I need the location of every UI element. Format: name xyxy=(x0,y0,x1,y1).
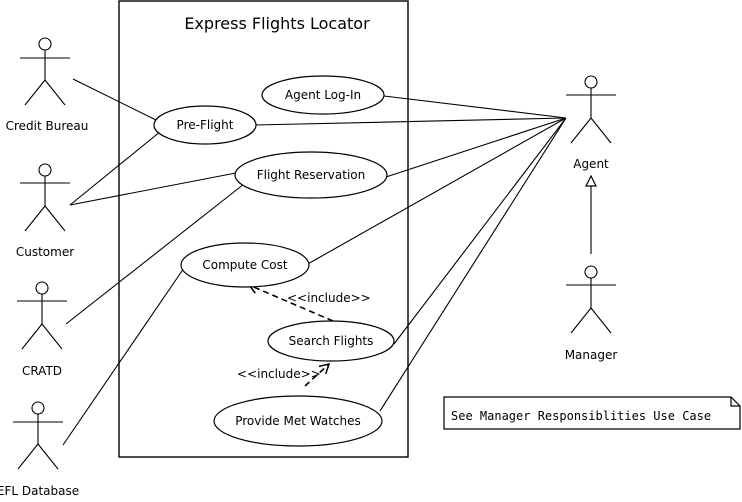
use-case-compute-cost[interactable]: Compute Cost xyxy=(180,242,310,288)
actor-manager[interactable]: Manager xyxy=(565,265,618,362)
actor-label: CRATD xyxy=(22,364,62,378)
stick-figure-icon xyxy=(566,75,616,144)
stick-figure-icon xyxy=(20,37,70,106)
actor-label: Customer xyxy=(16,245,74,259)
assoc-efl-compute-cost xyxy=(62,267,185,446)
assoc-agent-login xyxy=(383,95,567,119)
assoc-cratd-reservation xyxy=(65,183,245,325)
system-boundary xyxy=(118,0,409,458)
assoc-customer-reservation xyxy=(69,171,242,206)
stick-figure-icon xyxy=(13,401,63,470)
actor-agent[interactable]: Agent xyxy=(566,75,616,171)
use-case-label: Agent Log-In xyxy=(285,88,361,102)
use-case-pre-flight[interactable]: Pre-Flight xyxy=(153,105,257,145)
assoc-customer-preflight xyxy=(69,130,162,206)
use-case-label: Pre-Flight xyxy=(177,118,234,132)
use-case-label: Search Flights xyxy=(289,334,374,348)
include-arrow-compute-cost xyxy=(247,283,334,322)
use-case-label: Compute Cost xyxy=(202,258,288,272)
actor-label: Agent xyxy=(573,157,609,171)
include-label-1: <<include>> xyxy=(287,291,371,305)
assoc-agent-search-flights xyxy=(393,117,567,345)
assoc-credit-bureau-preflight xyxy=(72,78,161,123)
include-label-2: <<include>> xyxy=(237,367,321,381)
use-case-provide-met-watches[interactable]: Provide Met Watches xyxy=(213,395,383,447)
note-manager-responsibilities[interactable]: See Manager Responsiblities Use Case xyxy=(443,396,741,430)
include-arrow-search-flights xyxy=(304,362,331,387)
actor-label: Manager xyxy=(565,348,618,362)
assoc-agent-reservation xyxy=(385,117,567,178)
use-case-agent-login[interactable]: Agent Log-In xyxy=(261,75,385,115)
assoc-agent-preflight xyxy=(254,117,567,126)
actor-efl-database[interactable]: EFL Database xyxy=(0,401,79,498)
actor-label: Credit Bureau xyxy=(6,119,89,133)
actor-cratd[interactable]: CRATD xyxy=(17,281,67,378)
stick-figure-icon xyxy=(566,265,616,334)
assoc-agent-compute-cost xyxy=(305,117,567,266)
actor-credit-bureau[interactable]: Credit Bureau xyxy=(6,37,89,133)
actor-customer[interactable]: Customer xyxy=(16,163,74,259)
associations xyxy=(62,78,567,446)
stick-figure-icon xyxy=(17,281,67,350)
use-case-search-flights[interactable]: Search Flights xyxy=(267,320,395,362)
stick-figure-icon xyxy=(20,163,70,232)
generalization-manager-agent xyxy=(585,174,597,254)
use-case-flight-reservation[interactable]: Flight Reservation xyxy=(234,151,388,199)
actor-label: EFL Database xyxy=(0,484,79,498)
use-case-label: Flight Reservation xyxy=(257,168,366,182)
use-case-label: Provide Met Watches xyxy=(235,414,361,428)
system-title: Express Flights Locator xyxy=(184,14,370,33)
note-text: See Manager Responsiblities Use Case xyxy=(451,409,711,423)
assoc-agent-met-watches xyxy=(379,117,567,412)
